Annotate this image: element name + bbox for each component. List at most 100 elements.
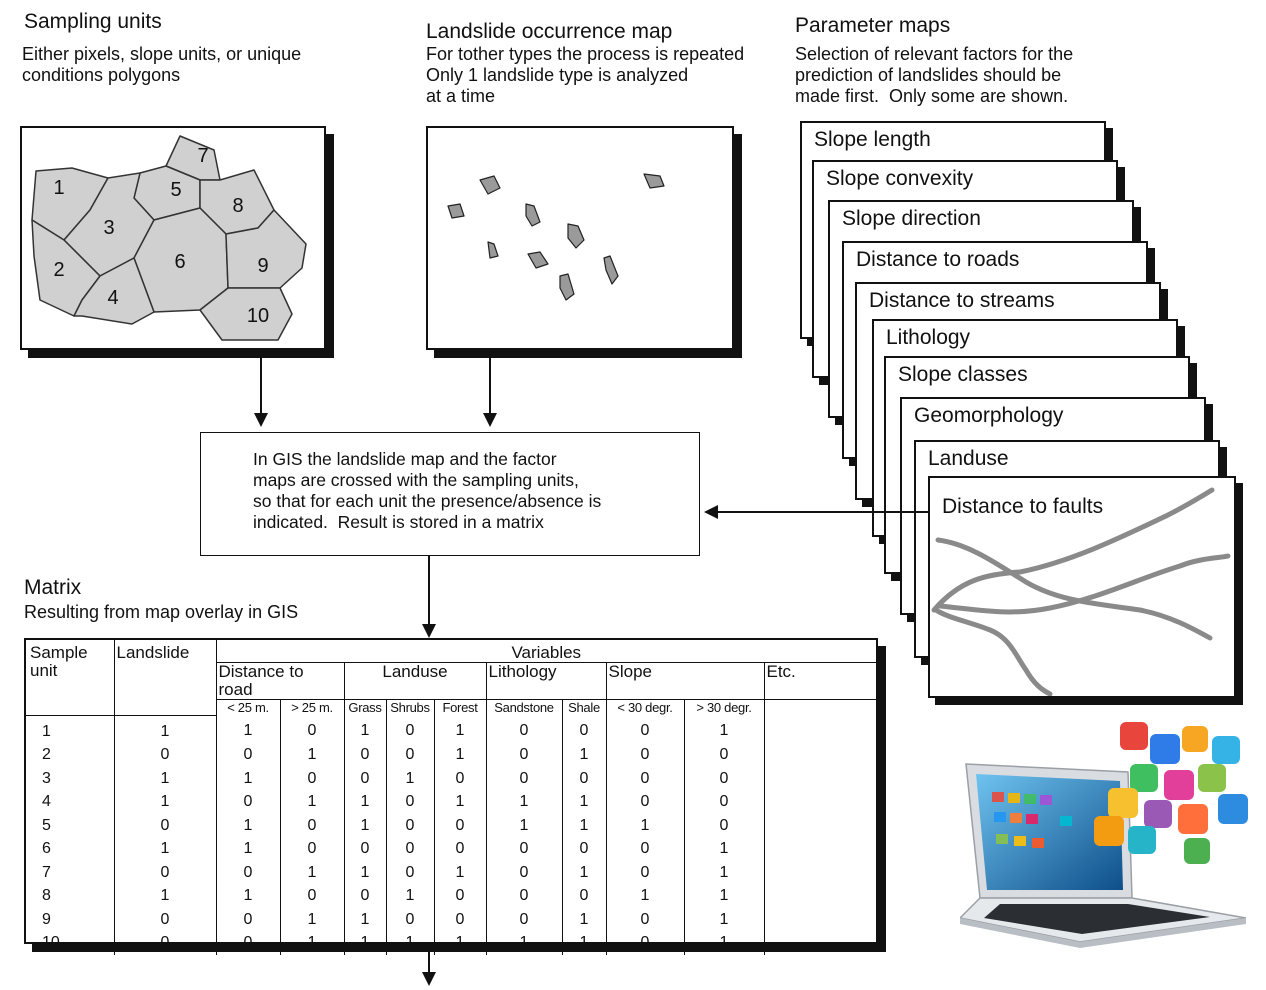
arrowhead-down-icon [422, 624, 436, 638]
matrix-cell: 0 [683, 766, 764, 790]
sampling-polygons-graphic: 1 2 3 4 5 6 7 8 9 10 [31, 135, 307, 341]
polygon-label-1: 1 [53, 177, 64, 199]
matrix-cell: 0 [561, 766, 606, 790]
etc-cell [763, 766, 876, 790]
matrix-cell: 1 [683, 884, 764, 908]
matrix-cell: 0 [561, 884, 606, 908]
subcol-etc [763, 699, 876, 715]
sample-unit-cell: 9 [42, 910, 51, 928]
matrix-cell: 0 [605, 715, 684, 743]
arrowhead-down-icon [254, 413, 268, 427]
group-lithology: Lithology [485, 662, 606, 700]
matrix-cell: 1 [605, 813, 684, 837]
matrix-cell: 0 [561, 715, 606, 743]
parameter-maps-title: Parameter maps [795, 14, 951, 37]
matrix-cell: 1 [485, 813, 562, 837]
matrix-cell: 1 [343, 860, 386, 884]
matrix-cell: 1 [279, 907, 344, 931]
etc-cell [763, 813, 876, 837]
parameter-card-label: Lithology [886, 326, 971, 349]
polygon-label-8: 8 [232, 195, 243, 217]
matrix-cell: 1 [343, 907, 386, 931]
matrix-cell: 1 [433, 715, 486, 743]
matrix-cell: 0 [433, 907, 486, 931]
matrix-cell: 0 [485, 884, 562, 908]
matrix-cell: 1 [113, 790, 216, 814]
header-landslide: Landslide [113, 640, 216, 716]
matrix-cell: 1 [113, 837, 216, 861]
parameter-card-label: Landuse [928, 447, 1009, 470]
matrix-cell: 0 [683, 743, 764, 767]
matrix-cell: 1 [683, 860, 764, 884]
matrix-cell: 0 [113, 743, 216, 767]
matrix-cell: 1 [279, 790, 344, 814]
matrix-cell: 0 [279, 813, 344, 837]
matrix-cell: 0 [433, 884, 486, 908]
parameter-card-label: Slope classes [898, 363, 1028, 386]
arrowhead-left-icon [704, 505, 718, 519]
matrix-cell: 1 [279, 743, 344, 767]
etc-cell [763, 743, 876, 767]
subcol-forest: Forest [433, 699, 486, 715]
parameter-card-label: Slope convexity [826, 167, 974, 190]
matrix-cell: 0 [385, 907, 434, 931]
parameter-card-distance-to-faults: Distance to faults [928, 476, 1236, 698]
matrix-cell: 0 [385, 715, 434, 743]
landslide-occurrence-description: For tother types the process is repeated… [426, 44, 745, 106]
etc-cell [763, 907, 876, 931]
sampling-units-map: 1 2 3 4 5 6 7 8 9 10 [20, 126, 326, 350]
polygon-10 [199, 287, 293, 341]
matrix-cell: 1 [385, 931, 434, 955]
subcol-grass: Grass [343, 699, 386, 715]
connector-sampling-to-gis [260, 352, 262, 414]
laptop-illustration [958, 712, 1260, 952]
matrix-cell: 0 [605, 766, 684, 790]
matrix-table-frame: Sample unit Landslide Variables Distance… [24, 638, 878, 955]
sample-unit-cell: 7 [42, 863, 51, 881]
parameter-maps-description: Selection of relevant factors for the pr… [795, 44, 1074, 106]
matrix-cell: 1 [279, 931, 344, 955]
matrix-title: Matrix [24, 576, 82, 599]
sample-unit-cell: 5 [42, 816, 51, 834]
etc-cell [763, 715, 876, 743]
matrix-cell: 1 [113, 884, 216, 908]
matrix-cell: 0 [215, 907, 280, 931]
laptop-with-app-icons [958, 722, 1248, 948]
parameter-card-label: Geomorphology [914, 404, 1064, 427]
matrix-cell: 1 [343, 715, 386, 743]
matrix-cell: 0 [215, 931, 280, 955]
matrix-cell: 0 [385, 860, 434, 884]
matrix-cell: 1 [683, 837, 764, 861]
subcol-gt25m: > 25 m. [279, 699, 344, 715]
matrix-cell: 0 [605, 907, 684, 931]
etc-cell [763, 860, 876, 884]
matrix-cell: 1 [433, 860, 486, 884]
matrix-cell: 0 [385, 837, 434, 861]
sample-unit-cell: 4 [42, 793, 51, 810]
matrix-cell: 1 [485, 931, 562, 955]
matrix-cell: 1 [561, 743, 606, 767]
matrix-cell: 1 [683, 907, 764, 931]
matrix-cell: 1 [279, 860, 344, 884]
matrix-cell: 1 [433, 790, 486, 814]
matrix-cell: 1 [561, 790, 606, 814]
polygon-label-10: 10 [247, 305, 269, 327]
matrix-cell: 1 [485, 790, 562, 814]
matrix-cell: 1 [215, 837, 280, 861]
matrix-cell: 0 [113, 907, 216, 931]
matrix-cell: 0 [605, 931, 684, 955]
matrix-cell: 0 [485, 743, 562, 767]
matrix-cell: 1 [385, 766, 434, 790]
group-distance-to-road: Distance to road [215, 662, 344, 700]
polygon-label-7: 7 [197, 145, 208, 167]
connector-matrix-out [428, 944, 430, 974]
matrix-cell: 1 [215, 813, 280, 837]
matrix-cell: 1 [605, 884, 684, 908]
matrix-cell: 1 [113, 766, 216, 790]
matrix-cell: 0 [215, 860, 280, 884]
